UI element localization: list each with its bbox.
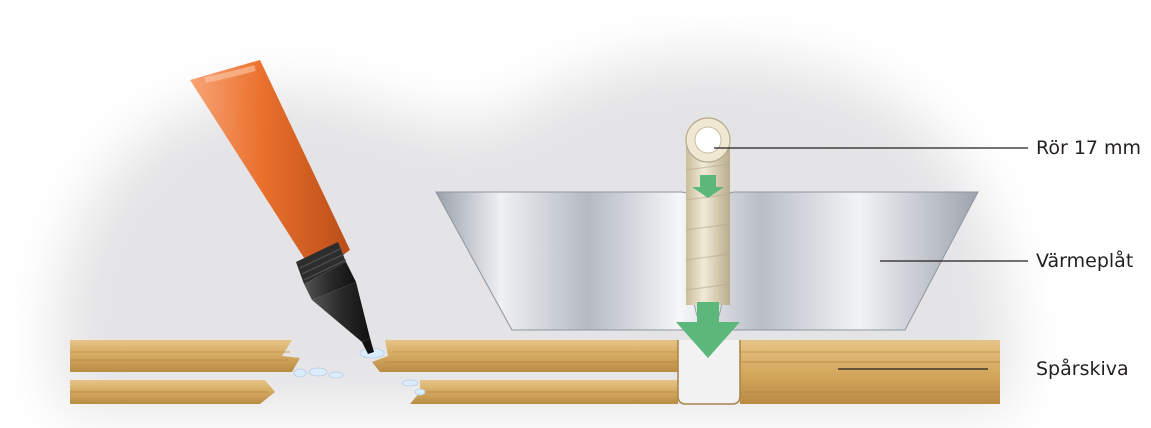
- pipe: [686, 118, 730, 305]
- pipe-label: Rör 17 mm: [1036, 139, 1141, 158]
- groove-board-label: Spårskiva: [1036, 360, 1129, 379]
- groove-board: [70, 340, 1000, 404]
- heat-plate-label: Värmeplåt: [1036, 252, 1133, 271]
